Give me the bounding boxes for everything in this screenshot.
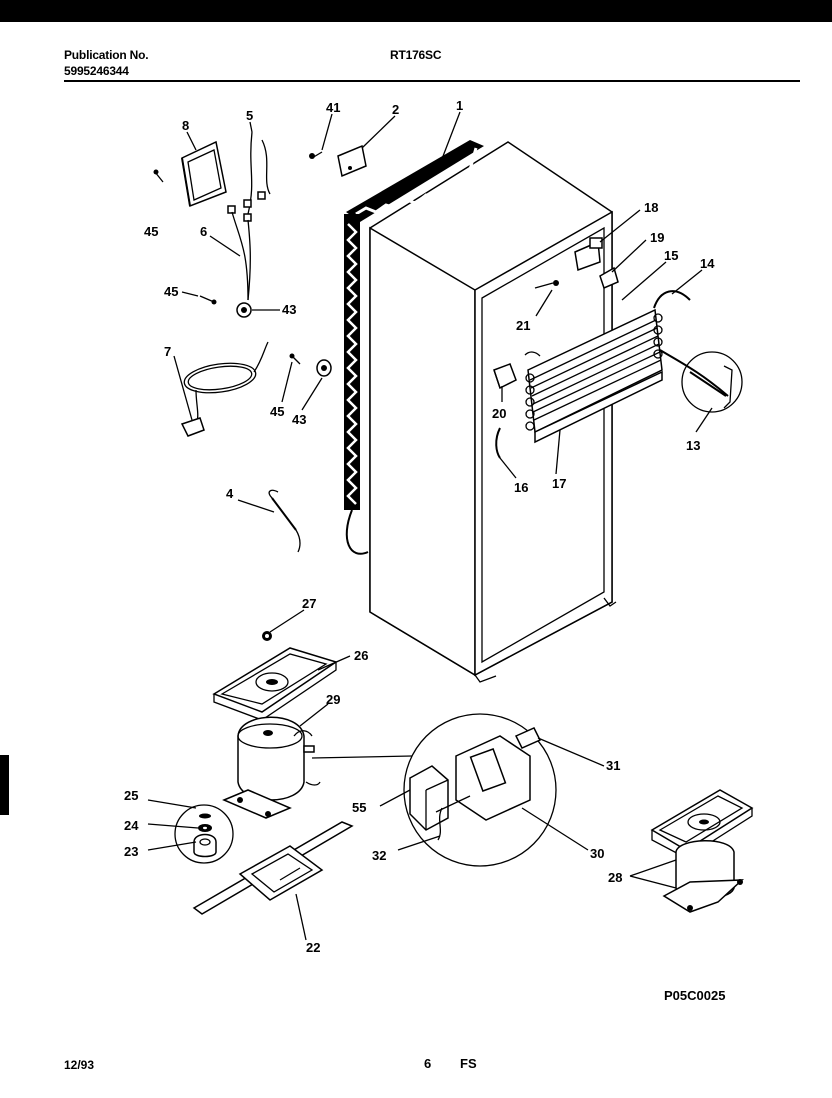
screw-45b [199,295,217,305]
grommet-43a [236,302,252,318]
grommet-43b [316,359,332,377]
callout-31: 31 [606,758,620,773]
callout-8: 8 [182,118,189,133]
callout-32: 32 [372,848,386,863]
cabinet-relay [493,363,517,390]
compressor [222,716,321,819]
callout-15: 15 [664,248,678,263]
top-condenser-coil [346,140,484,222]
screw-41 [309,151,323,159]
callout-21: 21 [516,318,530,333]
base-rail [192,821,354,915]
footer-page: 6 [424,1056,432,1071]
drier-4 [268,489,301,553]
header-rule [64,80,800,82]
screw-45c [289,353,301,365]
top-black-bar [0,0,832,22]
leader-lines [147,111,713,941]
access-panel [181,140,227,208]
callout-28: 28 [608,870,622,885]
callout-30: 30 [590,846,604,861]
callout-27: 27 [302,596,316,611]
grommet-detail [174,804,234,864]
wiring-harness [227,131,271,301]
footer-date: 12/93 [64,1058,95,1072]
model-number: RT176SC [390,48,442,62]
callout-24: 24 [124,818,139,833]
refrigerator-cabinet [344,140,617,683]
callout-23: 23 [124,844,138,859]
relay-detail [403,713,557,867]
callout-4: 4 [226,486,234,501]
callout-41: 41 [326,100,340,115]
dryer-detail [681,351,743,413]
screw-21 [534,280,559,289]
diagram-code: P05C0025 [664,988,726,1003]
callout-43b: 43 [292,412,306,427]
compressor-assembly [650,789,754,913]
callout-22: 22 [306,940,320,955]
screw-45a [153,169,164,183]
callout-14: 14 [700,256,715,271]
left-edge-mark [0,755,9,815]
publication-number: 5995246344 [64,64,129,78]
callout-25: 25 [124,788,138,803]
callout-20: 20 [492,406,506,421]
callout-1: 1 [456,98,463,113]
tube-16 [495,427,501,459]
drain-pan [212,647,338,721]
clip-part [599,266,619,290]
callout-29: 29 [326,692,340,707]
callout-17: 17 [552,476,566,491]
side-condenser-coil [344,214,369,555]
callout-26: 26 [354,648,368,663]
publication-label: Publication No. [64,48,149,62]
callout-16: 16 [514,480,528,495]
fan-bracket [574,237,603,272]
condenser-coil-assembly [525,290,729,444]
callout-13: 13 [686,438,700,453]
callout-45b: 45 [164,284,178,299]
callout-55: 55 [352,800,366,815]
power-cord [180,341,269,437]
callout-19: 19 [650,230,664,245]
callout-45a: 45 [144,224,158,239]
callout-7: 7 [164,344,171,359]
footer-section: FS [460,1056,477,1071]
callout-5: 5 [246,108,253,123]
callout-45c: 45 [270,404,284,419]
grommet-27 [262,631,272,641]
callout-2: 2 [392,102,399,117]
bracket-2 [337,144,367,178]
callout-43a: 43 [282,302,296,317]
callout-6: 6 [200,224,207,239]
callout-18: 18 [644,200,658,215]
